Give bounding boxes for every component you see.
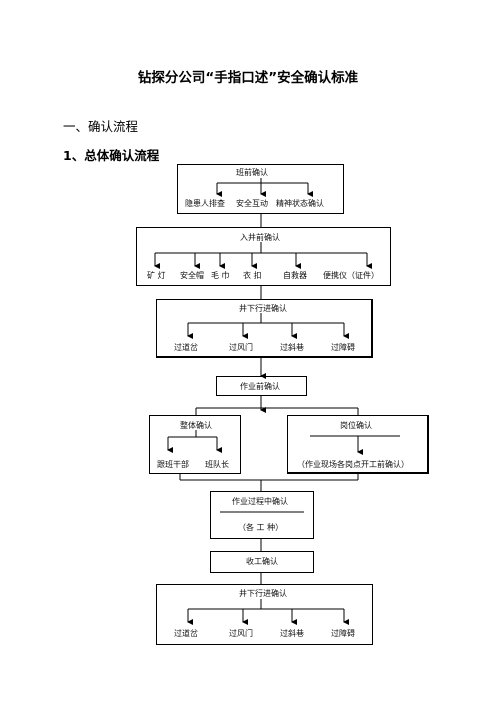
pre-shift-item: 隐患人排查 — [185, 199, 225, 208]
pre-well-item: 毛 巾 — [211, 271, 230, 280]
pre-well-item: 衣 扣 — [243, 271, 262, 280]
in-process-note: （各 工 种） — [238, 523, 284, 532]
travel-item: 过斜巷 — [280, 629, 304, 638]
overall-check-item: 跟班干部 — [157, 460, 189, 469]
post-check-title: 岗位确认 — [340, 421, 372, 430]
travel-item: 过道岔 — [174, 343, 198, 352]
travel-item: 过风门 — [229, 343, 253, 352]
pre-shift-item: 安全互动 — [236, 199, 268, 208]
section-heading: 一、确认流程 — [63, 119, 139, 134]
pre-work-title: 作业前确认 — [240, 382, 280, 391]
travel-item: 过道岔 — [174, 629, 198, 638]
overall-check-title: 整体确认 — [180, 421, 212, 430]
pre-well-item: 安全帽 — [180, 271, 204, 280]
pre-shift-title: 班前确认 — [236, 168, 268, 177]
underground-travel-title: 井下行进确认 — [239, 304, 287, 313]
underground-travel-box-2 — [156, 584, 373, 645]
underground-travel-title: 井下行进确认 — [239, 589, 287, 598]
travel-item: 过斜巷 — [280, 343, 304, 352]
underground-travel-box-1 — [156, 299, 373, 358]
travel-item: 过障碍 — [331, 343, 355, 352]
in-process-box — [210, 491, 314, 539]
in-process-title: 作业过程中确认 — [232, 497, 288, 506]
pre-well-item: 自救器 — [283, 271, 307, 280]
pre-well-title: 入井前确认 — [240, 233, 280, 242]
post-check-note: （作业现场各岗点开工前确认） — [297, 460, 409, 469]
pre-well-item: 矿 灯 — [147, 271, 166, 280]
subsection-heading: 1、总体确认流程 — [63, 148, 160, 163]
pre-shift-item: 精神状态确认 — [276, 199, 324, 208]
pre-well-box — [136, 227, 391, 286]
travel-item: 过风门 — [229, 629, 253, 638]
overall-check-item: 班队长 — [205, 460, 229, 469]
document-title: 钻探分公司“手指口述”安全确认标准 — [137, 70, 359, 86]
overall-check-box — [149, 415, 241, 474]
end-work-title: 收工确认 — [246, 557, 278, 566]
end-work-box — [210, 551, 314, 573]
travel-item: 过障碍 — [331, 629, 355, 638]
pre-well-item: 便携仪（证件） — [323, 271, 379, 280]
